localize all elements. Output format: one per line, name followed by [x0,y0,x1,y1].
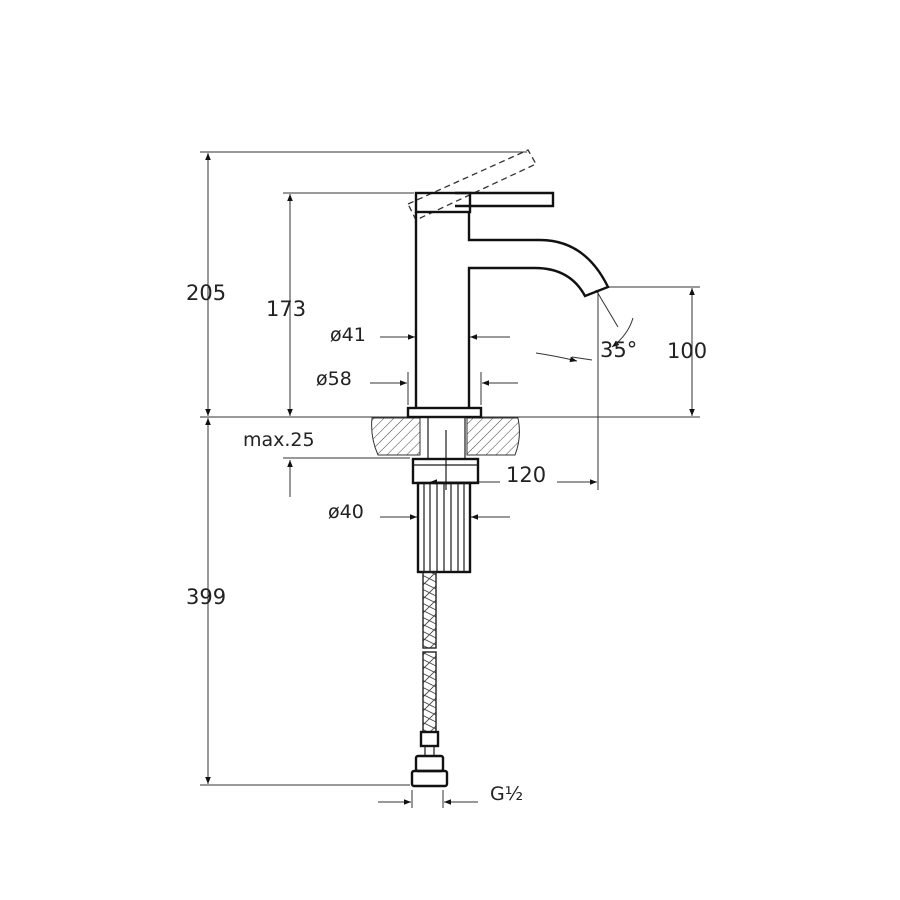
cartridge-cap [414,191,472,214]
label-120: 120 [506,463,546,487]
extension-lines [200,151,700,808]
dimension-lines [205,153,695,805]
hose-connector [410,730,449,788]
angle-arc-left [535,352,578,363]
faucet-body [406,149,610,788]
label-58: ø58 [316,368,352,390]
label-g12: G½ [490,783,523,805]
lever-open-position [407,149,537,221]
angle-arc-right [611,317,634,348]
flexible-hose [422,571,437,733]
label-100: 100 [667,339,707,363]
fluted-sleeve [416,481,472,574]
label-41: ø41 [330,324,366,346]
label-max25: max.25 [243,429,315,451]
label-173: 173 [266,297,306,321]
spout [414,212,610,408]
angle-ray [595,289,619,328]
angle-leader [571,356,593,361]
dimension-labels: 205 173 ø41 ø58 100 35° max.25 120 ø40 3… [186,281,707,805]
countertop-section [371,417,520,456]
label-40: ø40 [328,501,364,523]
label-399: 399 [186,585,226,609]
label-205: 205 [186,281,226,305]
base-flange [406,406,483,419]
label-35deg: 35° [600,338,637,362]
lever-handle [455,191,555,208]
